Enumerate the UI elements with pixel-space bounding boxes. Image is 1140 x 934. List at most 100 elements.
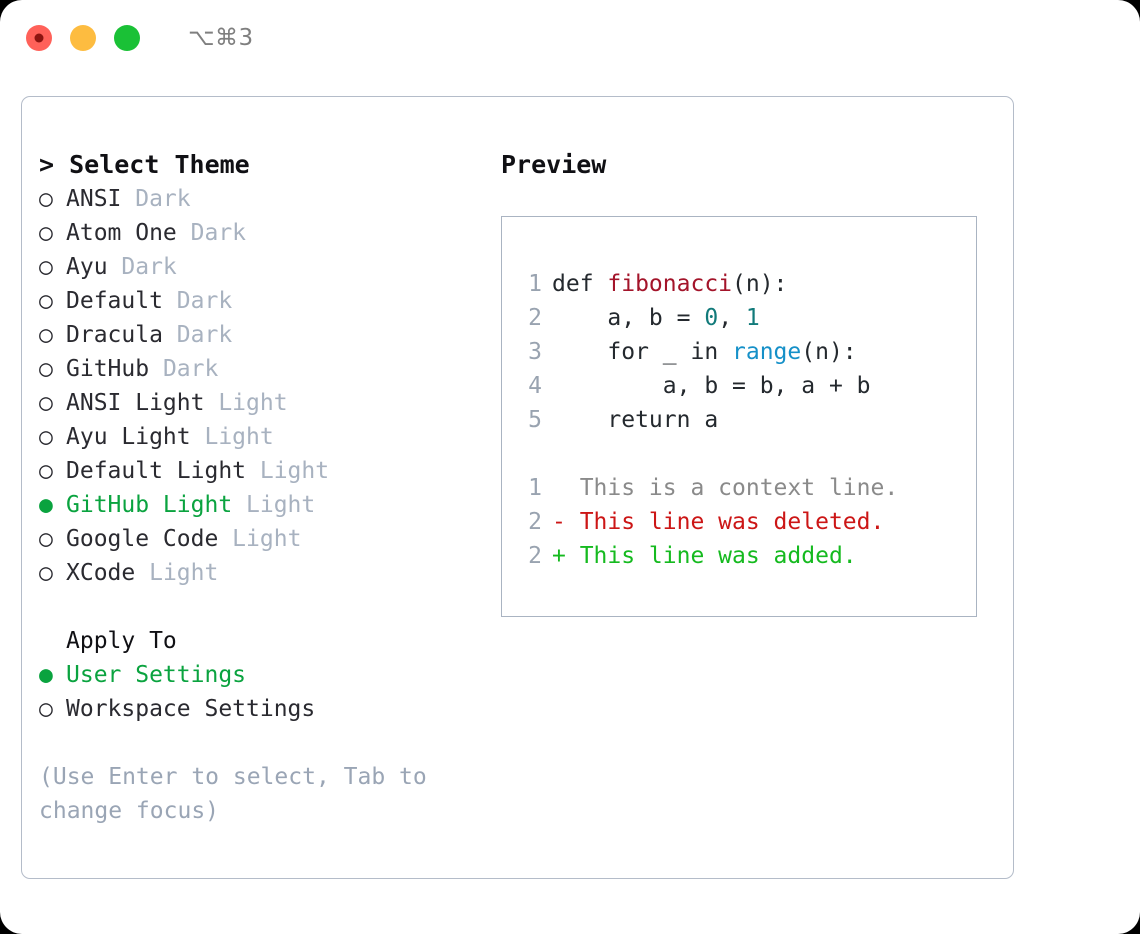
code-line: 2 a, b = 0, 1 [516,301,968,335]
preview-title: Preview [501,150,607,179]
radio-unselected-icon: ○ [39,288,53,314]
radio-unselected-icon: ○ [39,424,53,450]
theme-option-label: Ayu [66,254,108,280]
theme-option-label: Google Code [66,526,219,552]
minimize-button-icon[interactable] [70,25,96,51]
apply-to-option-user-settings[interactable]: ● User Settings [39,658,479,692]
apply-to-option-label: Workspace Settings [66,696,316,722]
theme-variant-badge: Dark [162,322,233,348]
theme-variant-badge: Dark [162,288,233,314]
theme-variant-badge: Dark [121,186,191,212]
code-token-call: range [732,339,802,365]
theme-option-label: GitHub Light [66,492,233,518]
close-button-icon[interactable] [26,25,52,51]
apply-to-header-label: Apply To [66,628,177,654]
code-token-num: 0 [704,305,719,331]
theme-variant-badge: Light [218,526,302,552]
theme-option-label: Default Light [66,458,247,484]
apply-to-header-row: Apply To [39,624,479,658]
code-token-plain: (n): [732,271,788,297]
radio-selected-icon: ● [39,492,53,518]
code-token-fn: fibonacci [607,271,733,297]
radio-unselected-icon: ○ [39,186,53,212]
apply-to-option-label: User Settings [66,662,247,688]
code-line-text: a, b = 0, 1 [542,301,760,335]
theme-variant-badge: Light [232,492,316,518]
theme-option-dracula[interactable]: ○ Dracula Dark [39,318,479,352]
code-token-plain: for _ in [552,339,733,365]
code-line-text: for _ in range(n): [542,335,857,369]
diff-line-text-ctx: This is a context line. [552,475,899,501]
theme-option-ayu-light[interactable]: ○Ayu Light Light [39,420,479,454]
traffic-light-group [26,25,140,51]
theme-option-github[interactable]: ○GitHub Dark [39,352,479,386]
radio-unselected-icon: ○ [39,322,53,348]
radio-unselected-icon: ○ [39,254,53,280]
list-spacer [39,590,479,624]
theme-option-label: XCode [66,560,136,586]
radio-unselected-icon: ○ [39,220,53,246]
theme-option-label: ANSI Light [66,390,205,416]
diff-line-number: 2 [528,543,542,569]
radio-unselected-icon: ○ [39,390,53,416]
radio-unselected-icon: ○ [39,458,53,484]
theme-option-label: Atom One [66,220,177,246]
theme-option-default-light[interactable]: ○ Default Light Light [39,454,479,488]
theme-variant-badge: Light [246,458,330,484]
window-title: ⌥⌘3 [188,25,254,51]
theme-option-ansi-light[interactable]: ○ ANSI Light Light [39,386,479,420]
diff-sample: 1 This is a context line. 2 - This line wa… [516,471,968,573]
code-line: 3 for _ in range(n): [516,335,968,369]
code-line: 4 a, b = b, a + b [516,369,968,403]
diff-line-text-add: + This line was added. [552,543,857,569]
select-theme-header: > Select Theme [39,150,250,179]
code-line: 5 return a [516,403,968,437]
code-diff-gap [516,437,968,471]
theme-variant-badge: Dark [176,220,247,246]
theme-variant-badge: Light [204,390,288,416]
code-token-plain: , [718,305,746,331]
theme-variant-badge: Light [135,560,219,586]
code-line-number: 3 [528,339,542,365]
theme-variant-badge: Dark [107,254,177,280]
diff-line: 1 This is a context line. [516,471,968,505]
theme-option-github-light[interactable]: ● GitHub Light Light [39,488,479,522]
code-line-text: def fibonacci(n): [542,267,787,301]
diff-line: 2 - This line was deleted. [516,505,968,539]
maximize-button-icon[interactable] [114,25,140,51]
keyboard-hint-text: (Use Enter to select, Tab to change focu… [39,764,427,824]
diff-line: 2 + This line was added. [516,539,968,573]
title-bar: ⌥⌘3 [0,0,1140,76]
theme-option-label: Default [66,288,163,314]
diff-line-text-del: - This line was deleted. [552,509,885,535]
main-panel: > Select Theme ○ANSI Dark○Atom One Dark○… [21,96,1014,879]
diff-line-number: 2 [528,509,542,535]
code-token-plain: a, b = b, a + b [552,373,871,399]
radio-selected-icon: ● [39,662,53,688]
code-token-num: 1 [745,305,760,331]
code-line-number: 5 [528,407,542,433]
theme-option-label: Dracula [66,322,163,348]
theme-variant-badge: Dark [149,356,219,382]
radio-unselected-icon: ○ [39,356,53,382]
theme-picker-column: > Select Theme ○ANSI Dark○Atom One Dark○… [39,148,479,828]
theme-option-list: ○ANSI Dark○Atom One Dark○Ayu Dark○Defaul… [39,182,479,590]
code-line-number: 4 [528,373,542,399]
code-token-plain: (n): [801,339,857,365]
theme-option-xcode[interactable]: ○XCode Light [39,556,479,590]
code-token-plain: a, b = [552,305,705,331]
theme-option-default[interactable]: ○ Default Dark [39,284,479,318]
apply-to-option-workspace-settings[interactable]: ○Workspace Settings [39,692,479,726]
theme-variant-badge: Light [190,424,274,450]
theme-option-google-code[interactable]: ○Google Code Light [39,522,479,556]
code-line-text: return a [542,403,718,437]
theme-option-atom-one[interactable]: ○ Atom One Dark [39,216,479,250]
theme-option-ayu[interactable]: ○ Ayu Dark [39,250,479,284]
theme-option-ansi[interactable]: ○ANSI Dark [39,182,479,216]
